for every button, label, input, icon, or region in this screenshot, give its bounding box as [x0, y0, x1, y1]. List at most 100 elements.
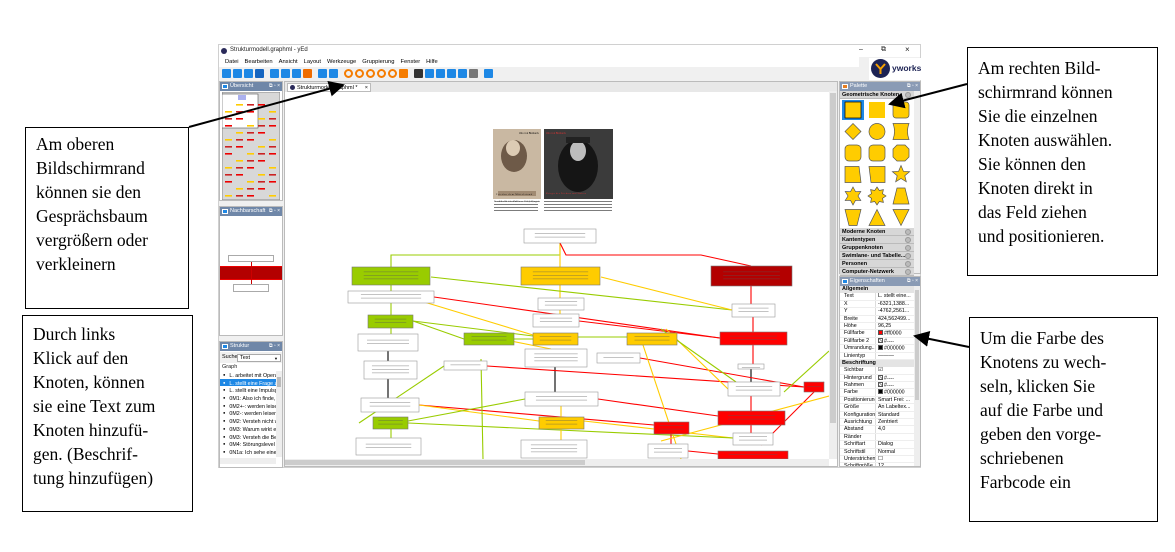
graph-node[interactable]	[727, 381, 781, 397]
graph-edge[interactable]	[600, 276, 733, 311]
property-row[interactable]: Füllfarbe 2#----	[840, 337, 914, 346]
graph-node[interactable]	[737, 363, 765, 370]
property-value[interactable]: #----	[876, 337, 914, 344]
property-row[interactable]: Linientyp———	[840, 352, 914, 360]
shape-triangle-up-icon[interactable]	[868, 208, 886, 226]
undo-icon[interactable]	[318, 69, 327, 79]
zoom-out-icon[interactable]	[355, 69, 364, 79]
redo-icon[interactable]	[329, 69, 338, 79]
new-icon[interactable]	[222, 69, 231, 79]
search-mode-select[interactable]: Text▼	[237, 354, 281, 362]
select-icon[interactable]	[414, 69, 423, 79]
structure-scrollbar[interactable]	[276, 371, 282, 457]
property-row[interactable]: Umrandung...#000000	[840, 345, 914, 353]
graph-node[interactable]	[367, 314, 414, 329]
graph-edge[interactable]	[783, 350, 829, 393]
structure-root[interactable]: Graph	[222, 364, 238, 370]
graph-edge[interactable]	[597, 398, 719, 417]
structure-hscrollbar[interactable]	[220, 458, 276, 464]
property-row[interactable]: Schriftgröße12	[840, 463, 914, 466]
property-value[interactable]: ☐	[876, 456, 914, 462]
neighbor-node[interactable]	[228, 255, 274, 262]
graph-node[interactable]	[520, 266, 601, 286]
menu-bearbeiten[interactable]: Bearbeiten	[244, 59, 273, 65]
graph-edge[interactable]	[640, 338, 682, 459]
structure-item[interactable]: L. stellt eine Impulsge	[220, 386, 276, 394]
shape-parallelogram-right-icon[interactable]	[844, 166, 862, 183]
graph-node[interactable]	[596, 352, 641, 364]
property-row[interactable]: Y-4762,2561...	[840, 308, 914, 316]
graph-node[interactable]	[347, 290, 435, 304]
photo-node-left[interactable]	[493, 129, 541, 199]
graph-edge[interactable]	[410, 297, 534, 336]
graph-edge[interactable]	[430, 276, 733, 311]
structure-item[interactable]: 0M4: Störungslevel er	[220, 440, 276, 448]
section-allgemein[interactable]: Allgemein	[840, 286, 914, 294]
property-value[interactable]: An Labeltex...	[876, 404, 914, 410]
graph-node[interactable]	[355, 437, 422, 456]
zoom-original-icon[interactable]	[377, 69, 386, 79]
property-value[interactable]: Normal	[876, 449, 914, 455]
palette-category[interactable]: Kantentypen	[840, 236, 914, 244]
tab-close-icon[interactable]: ×	[364, 85, 368, 91]
graph-node[interactable]	[710, 265, 793, 287]
open-icon[interactable]	[233, 69, 242, 79]
menu-ansicht[interactable]: Ansicht	[278, 59, 298, 65]
property-value[interactable]: 12	[876, 463, 914, 466]
graph-node[interactable]	[357, 333, 419, 352]
property-value[interactable]: -6321,1388...	[876, 301, 914, 307]
fit-content-icon[interactable]	[399, 69, 408, 79]
graph-node[interactable]	[360, 397, 420, 413]
property-value[interactable]: Smart Frei: ...	[876, 397, 914, 403]
shape-trapezoid-icon[interactable]	[892, 187, 910, 205]
structure-item[interactable]: 0M2: Versteh nicht w	[220, 417, 276, 425]
shape-circle-icon[interactable]	[868, 123, 886, 140]
structure-item[interactable]: 0M3: Warum wirkt er	[220, 425, 276, 433]
panel-controls-icon[interactable]: ⧉ ▫ ×	[268, 83, 280, 89]
graph-edge[interactable]	[407, 422, 734, 439]
property-value[interactable]	[876, 434, 914, 440]
zoom-in-icon[interactable]	[344, 69, 353, 79]
close-button[interactable]: ×	[905, 45, 910, 54]
graph-node[interactable]	[523, 228, 597, 244]
property-row[interactable]: Ränder	[840, 433, 914, 442]
property-value[interactable]: Standard	[876, 412, 914, 418]
graph-node[interactable]	[537, 297, 585, 311]
property-value[interactable]: #----	[876, 382, 914, 388]
panel-controls-icon[interactable]: ⧉ ▫ ×	[268, 343, 280, 349]
property-row[interactable]: Rahmen#----	[840, 382, 914, 390]
save-icon[interactable]	[244, 69, 253, 79]
menu-hilfe[interactable]: Hilfe	[426, 59, 438, 65]
shape-star-8-icon[interactable]	[867, 186, 887, 206]
layout-icon[interactable]	[469, 69, 478, 79]
structure-item[interactable]: L. stellt eine Frage zu	[220, 378, 276, 387]
palette-category[interactable]: Personen	[840, 260, 914, 268]
graph-edge[interactable]	[559, 242, 752, 267]
graph-node[interactable]	[351, 266, 431, 286]
color-swatch[interactable]	[878, 337, 883, 343]
menu-datei[interactable]: Datei	[225, 59, 239, 65]
graph-node[interactable]	[653, 421, 690, 435]
properties-scrollbar[interactable]	[914, 286, 920, 466]
menu-layout[interactable]: Layout	[303, 59, 322, 65]
copy-icon[interactable]	[281, 69, 290, 79]
graph-node[interactable]	[532, 332, 579, 346]
structure-item[interactable]: L. arbeitet mit Operat	[220, 371, 276, 379]
palette-category[interactable]: Computer-Netzwerk	[840, 268, 914, 276]
property-row[interactable]: Sichtbar☑	[840, 367, 914, 375]
maximize-button[interactable]: ⧉	[881, 46, 886, 53]
shape-diamond-icon[interactable]	[844, 123, 862, 140]
property-value[interactable]: #----	[876, 374, 914, 381]
graph-node[interactable]	[443, 360, 488, 371]
shape-octagon-icon[interactable]	[892, 144, 910, 162]
photo-node-right[interactable]	[544, 129, 613, 199]
paste-icon[interactable]	[292, 69, 301, 79]
shape-parallelogram-left-icon[interactable]	[868, 166, 886, 183]
palette-category[interactable]: Gruppenknoten	[840, 244, 914, 252]
property-value[interactable]: 424,562499...	[876, 316, 914, 322]
shape-star-5-icon[interactable]	[891, 164, 911, 183]
shape-rounded-rectangle-icon[interactable]	[892, 101, 910, 119]
